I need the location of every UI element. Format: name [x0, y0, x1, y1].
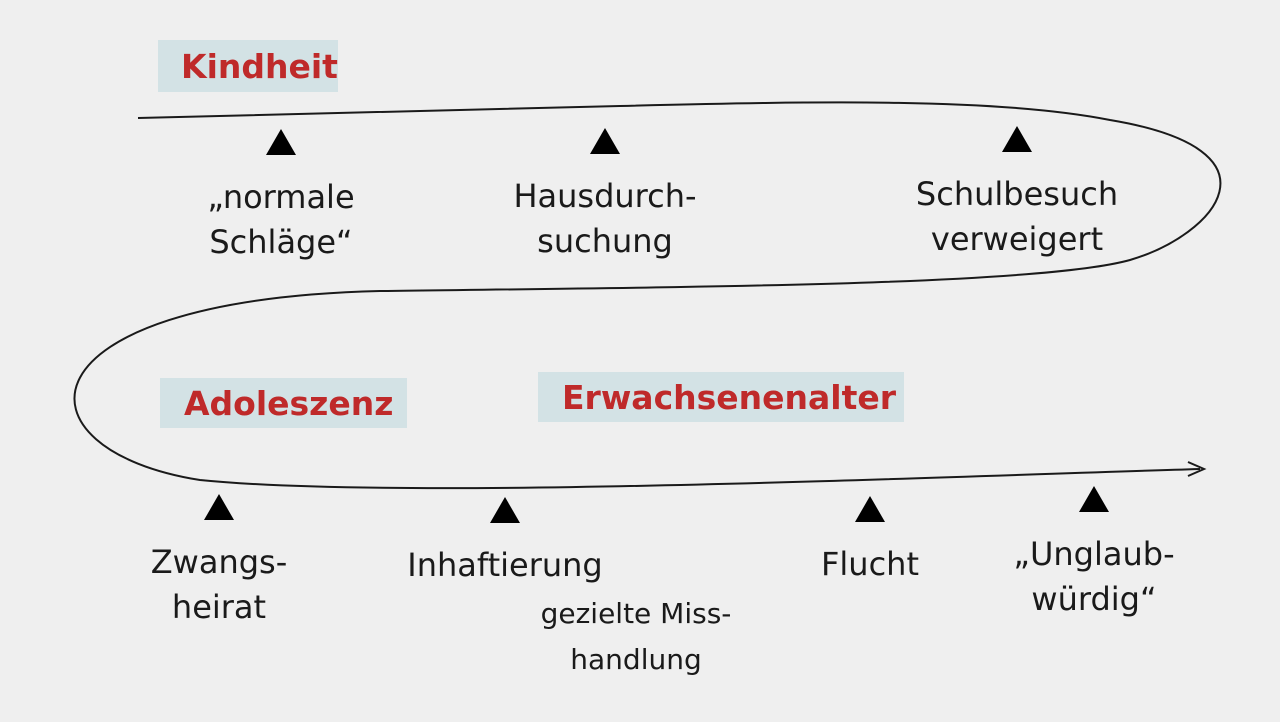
- event-hausdurchsuchung: Hausdurch- suchung: [475, 128, 735, 264]
- triangle-marker-icon: [490, 497, 520, 523]
- event-zwangsheirat-text: Zwangs- heirat: [150, 543, 288, 626]
- phase-adulthood-box: Erwachsenenalter: [538, 372, 904, 422]
- phase-childhood-box: Kindheit: [158, 40, 338, 92]
- event-zwangsheirat: Zwangs- heirat: [89, 494, 349, 630]
- event-schulbesuch: Schulbesuch verweigert: [887, 126, 1147, 262]
- event-unglaubwuerdig: „Unglaub- würdig“: [964, 486, 1224, 622]
- event-normale-schlaege-text: „normale Schläge“: [207, 178, 355, 261]
- event-unglaubwuerdig-text: „Unglaub- würdig“: [1013, 535, 1175, 618]
- phase-childhood-label: Kindheit: [181, 46, 338, 86]
- lifeline-path: [73, 101, 1222, 490]
- triangle-marker-icon: [590, 128, 620, 154]
- event-hausdurchsuchung-text: Hausdurch- suchung: [513, 177, 697, 260]
- triangle-marker-icon: [1002, 126, 1032, 152]
- triangle-marker-icon: [266, 129, 296, 155]
- phase-adolescence-label: Adoleszenz: [184, 383, 394, 423]
- phase-adulthood-label: Erwachsenenalter: [562, 377, 897, 417]
- phase-adolescence-box: Adoleszenz: [160, 378, 407, 428]
- triangle-marker-icon: [1079, 486, 1109, 512]
- triangle-marker-icon: [204, 494, 234, 520]
- triangle-marker-icon: [855, 496, 885, 522]
- event-schulbesuch-text: Schulbesuch verweigert: [915, 175, 1119, 258]
- event-inhaftierung-text: Inhaftierung: [407, 546, 603, 584]
- arrow-head-icon: [1187, 461, 1207, 477]
- event-flucht-text: Flucht: [821, 545, 919, 583]
- event-flucht: Flucht: [740, 496, 1000, 587]
- event-gezielte-misshandlung: gezielte Miss- handlung: [540, 597, 732, 676]
- event-normale-schlaege: „normale Schläge“: [151, 129, 411, 265]
- event-inhaftierung: Inhaftierung: [375, 497, 635, 588]
